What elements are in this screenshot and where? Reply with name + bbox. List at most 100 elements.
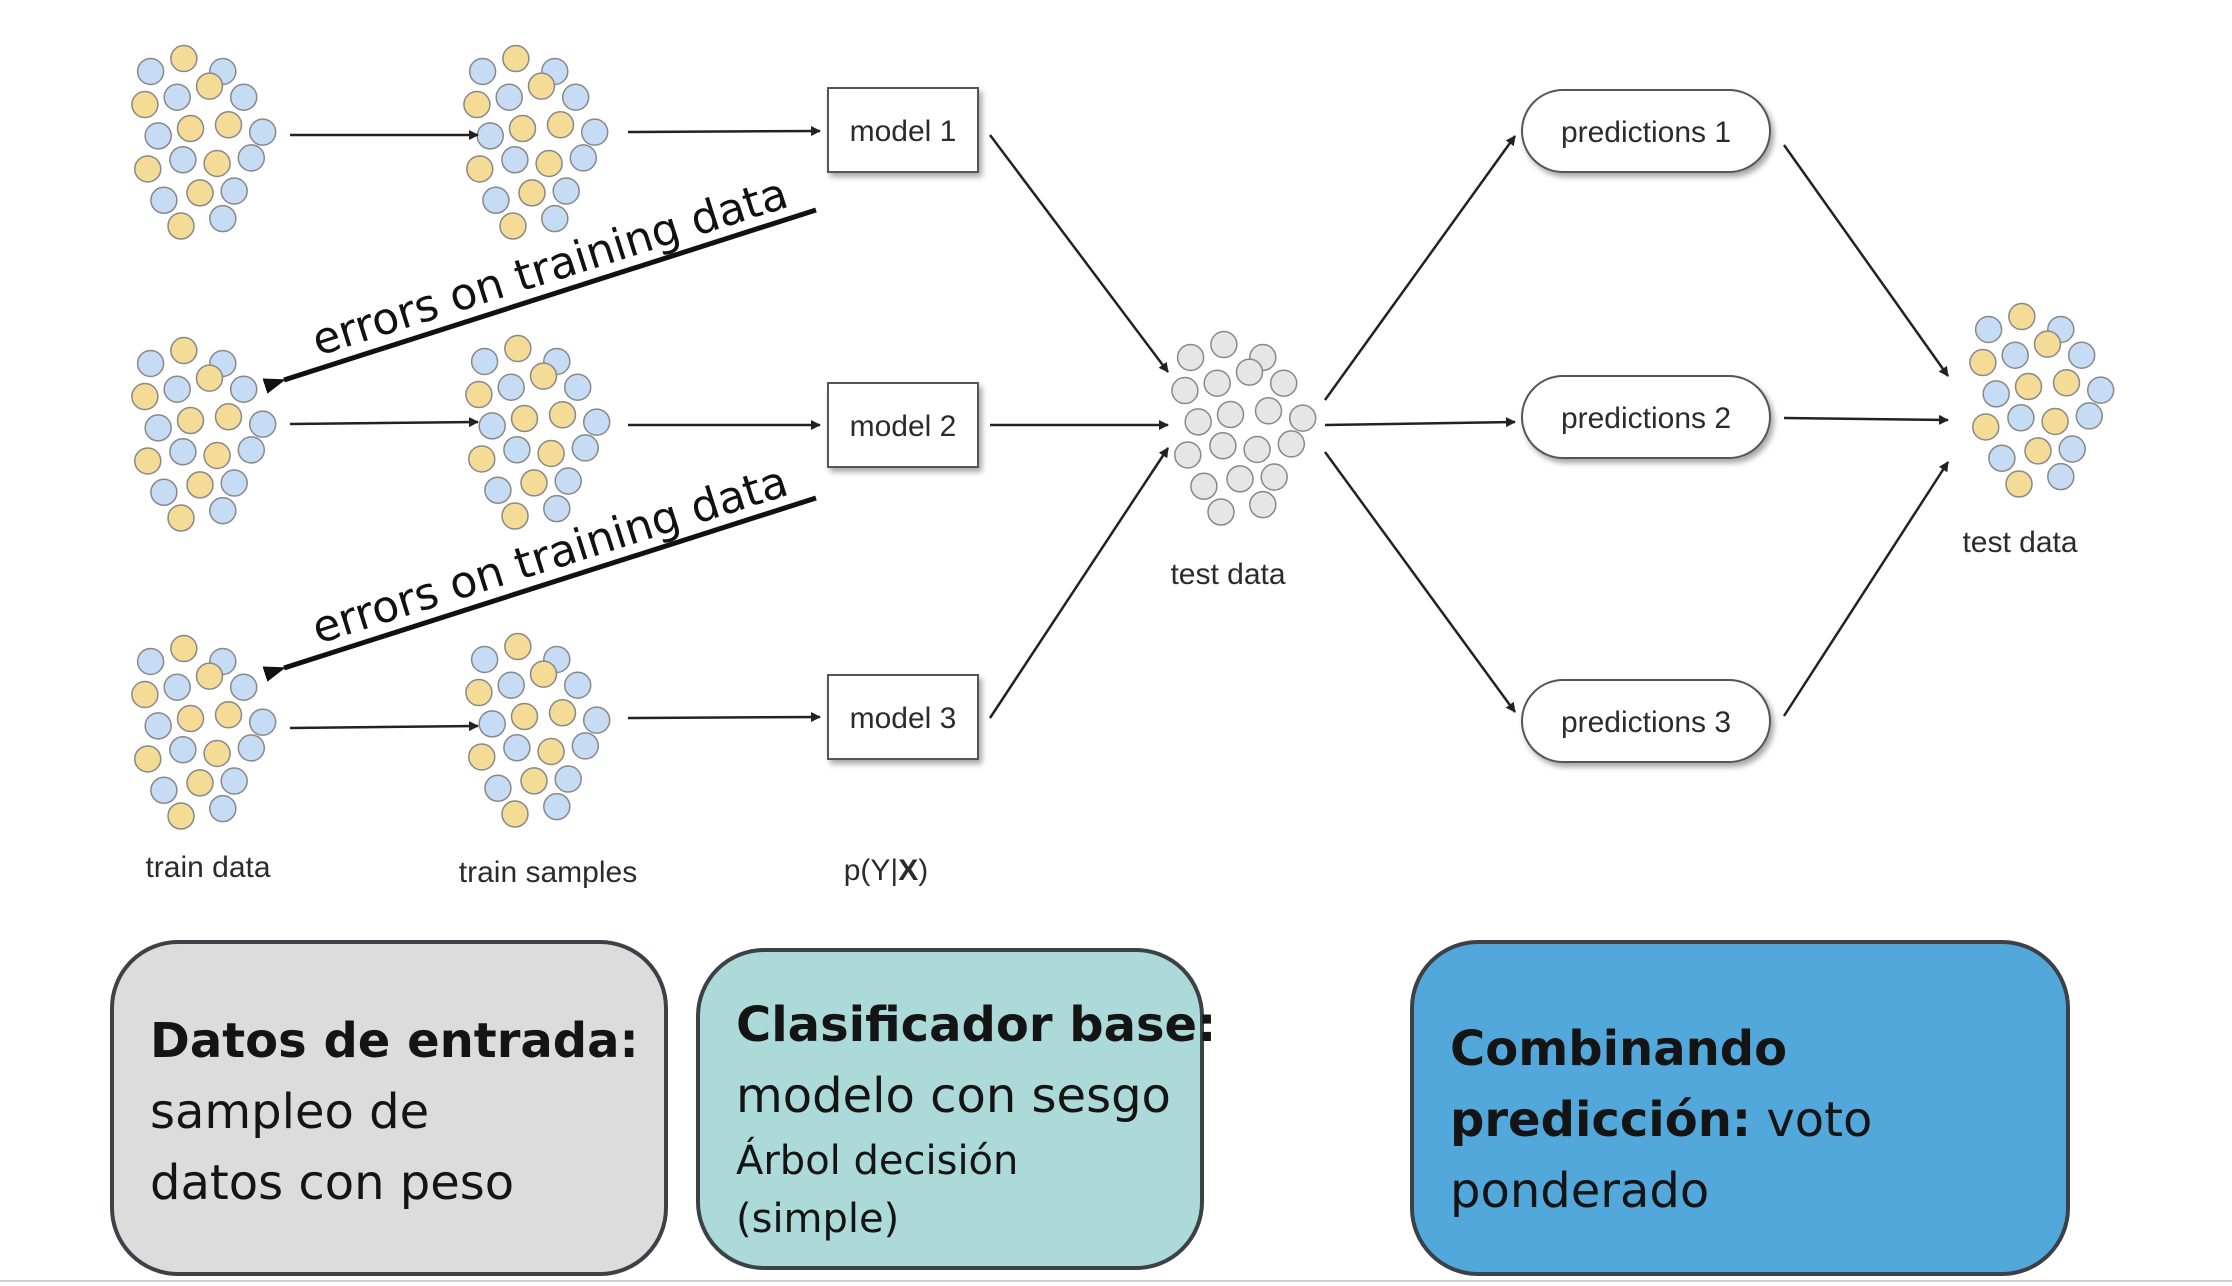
data-point-dot — [508, 114, 537, 143]
data-point-dot — [144, 712, 172, 740]
data-point-dot — [209, 496, 237, 525]
data-point-dot — [1972, 413, 2000, 441]
data-point-dot — [552, 177, 580, 205]
data-point-dot — [571, 732, 600, 760]
data-point-dot — [548, 699, 577, 727]
data-point-dot — [214, 111, 243, 139]
data-point-dot — [1249, 490, 1277, 519]
data-point-dot — [476, 122, 504, 150]
train-data-label: train data — [145, 851, 270, 884]
data-point-dot — [170, 44, 198, 73]
data-point-dot — [561, 83, 590, 111]
model-label-2: model 2 — [850, 410, 957, 443]
data-point-dot — [1174, 441, 1202, 469]
data-point-dot — [478, 412, 506, 440]
data-point-dot — [144, 122, 172, 150]
data-point-dot — [169, 438, 197, 466]
data-point-dot — [1988, 444, 2016, 472]
data-point-dot — [2024, 437, 2052, 465]
data-point-dot — [1176, 343, 1205, 372]
data-point-dot — [2067, 341, 2096, 369]
data-point-dot — [195, 364, 224, 392]
data-point-dot — [504, 632, 532, 661]
data-point-dot — [169, 736, 197, 764]
data-point-dot — [470, 347, 499, 376]
error-label-2: errors on training data — [306, 456, 794, 655]
data-point-dot — [510, 404, 539, 433]
data-point-dot — [1288, 404, 1317, 432]
predictions-pill-2: predictions 2 — [1521, 375, 1771, 459]
data-point-dot — [465, 678, 493, 707]
data-point-dot — [176, 704, 205, 733]
test-data-label-right: test data — [1962, 526, 2077, 559]
data-point-dot — [1209, 432, 1237, 460]
data-point-dot — [136, 57, 165, 86]
data-point-dot — [209, 204, 237, 233]
data-point-dot — [478, 710, 506, 738]
data-point-dot — [1969, 348, 1997, 377]
pyx-label: p(Y|X) — [844, 854, 929, 887]
data-point-dot — [1203, 369, 1231, 397]
predictions-label-1: predictions 1 — [1561, 116, 1731, 149]
base-box-line3: Árbol decisión — [736, 1138, 1019, 1184]
data-point-dot — [503, 436, 531, 464]
data-point-dot — [229, 83, 258, 111]
data-point-dot — [220, 469, 248, 497]
input-box-line3: datos con peso — [150, 1155, 515, 1211]
data-point-dot — [1226, 465, 1254, 493]
data-point-dot — [484, 476, 512, 504]
data-point-dot — [2014, 372, 2043, 401]
data-point-dot — [2047, 462, 2075, 491]
data-point-dot — [195, 662, 224, 690]
data-point-dot — [470, 645, 499, 674]
predictions-label-2: predictions 2 — [1561, 402, 1731, 435]
data-point-dot — [1207, 498, 1235, 526]
sampling-arrows — [289, 130, 479, 732]
data-point-dot — [497, 373, 525, 401]
data-point-dot — [1269, 369, 1298, 397]
data-point-dot — [580, 118, 609, 146]
data-point-dot — [1277, 430, 1306, 458]
data-point-dot — [203, 441, 231, 470]
data-point-dot — [237, 144, 266, 172]
data-point-dot — [510, 702, 539, 731]
data-point-dot — [520, 469, 548, 497]
predictions-pill-1: predictions 1 — [1521, 89, 1771, 173]
data-point-dot — [518, 179, 546, 207]
data-point-dot — [466, 155, 494, 183]
data-point-dot — [495, 83, 523, 111]
data-point-dot — [150, 478, 178, 506]
data-point-dot — [136, 349, 165, 378]
data-point-dot — [220, 767, 248, 795]
fit-arrows — [627, 126, 821, 723]
combine-box-title2: predicción: — [1450, 1092, 1752, 1148]
data-point-dot — [150, 776, 178, 804]
data-point-dot — [554, 765, 582, 793]
data-point-dot — [465, 380, 493, 409]
data-point-dot — [186, 179, 214, 207]
data-point-dot — [186, 769, 214, 797]
data-point-dot — [1260, 463, 1288, 491]
data-point-dot — [1974, 315, 2003, 344]
data-point-dot — [248, 708, 277, 736]
data-cluster-4 — [465, 334, 611, 530]
data-cluster-1 — [131, 44, 277, 240]
data-point-dot — [554, 467, 582, 495]
data-point-dot — [2007, 404, 2035, 432]
data-point-dot — [136, 647, 165, 676]
data-point-dot — [170, 634, 198, 663]
data-point-dot — [167, 212, 195, 240]
data-point-dot — [131, 382, 159, 411]
model-label-3: model 3 — [850, 702, 957, 735]
predictions-label-3: predictions 3 — [1561, 706, 1731, 739]
data-point-dot — [482, 186, 510, 214]
model-box-3: model 3 — [827, 674, 979, 760]
data-point-dot — [134, 447, 162, 475]
data-point-dot — [186, 471, 214, 499]
data-point-dot — [237, 436, 266, 464]
error-feedback-arrows — [262, 207, 817, 682]
data-point-dot — [150, 186, 178, 214]
data-point-dot — [2005, 470, 2033, 498]
base-box-line4: (simple) — [736, 1196, 900, 1242]
data-point-dot — [541, 204, 569, 233]
